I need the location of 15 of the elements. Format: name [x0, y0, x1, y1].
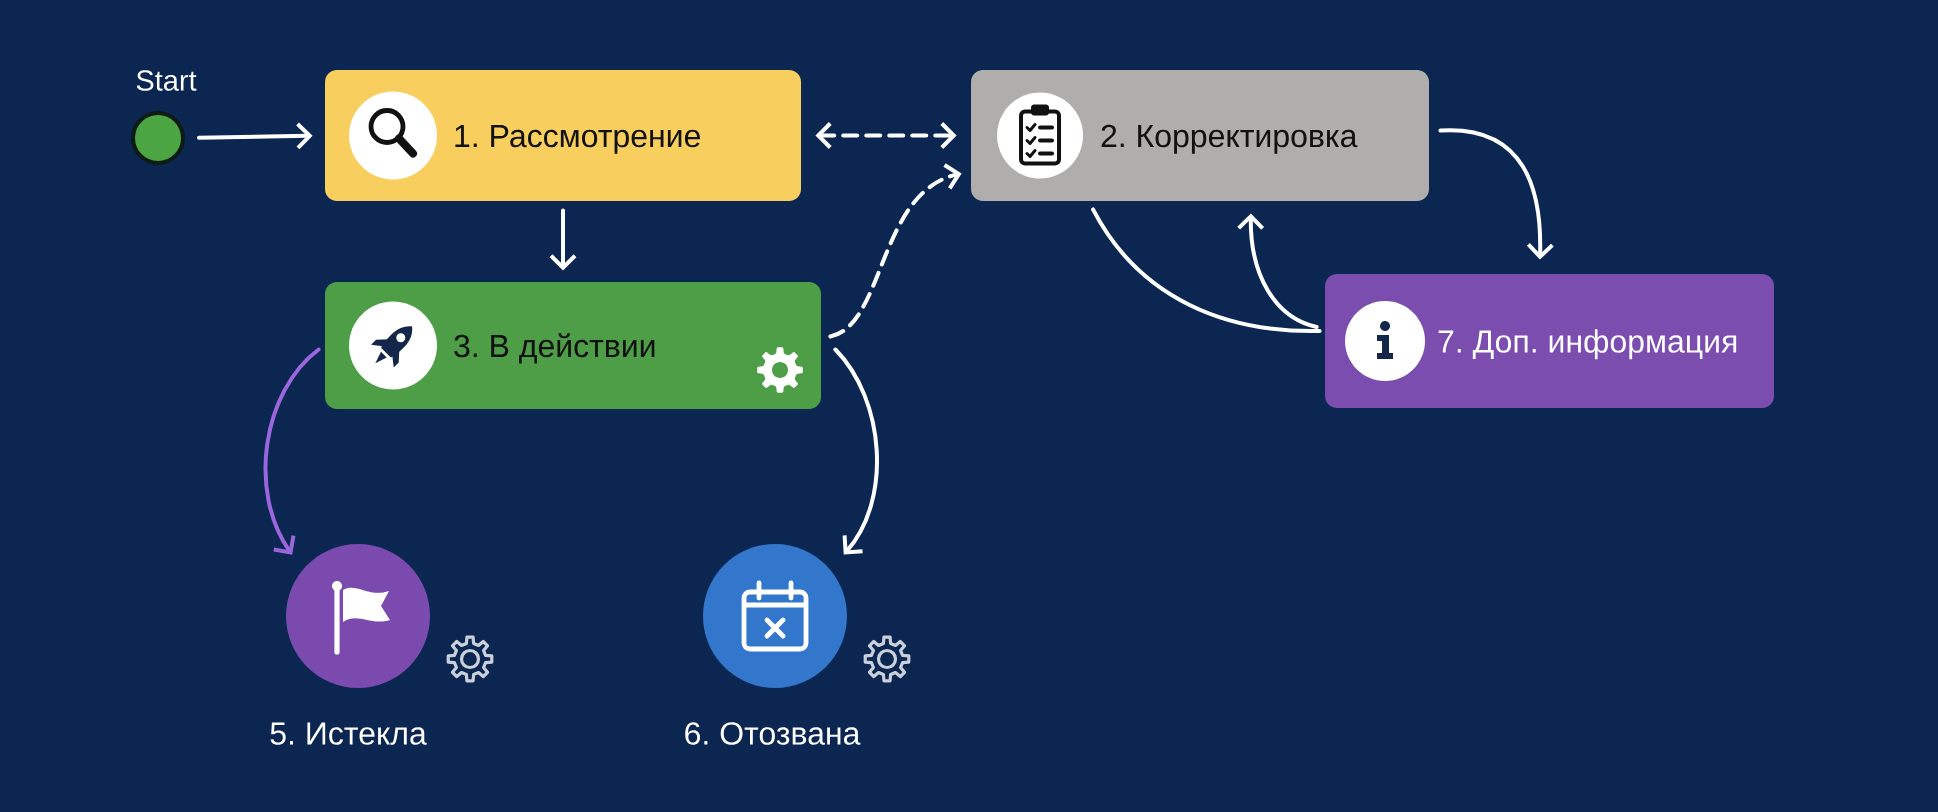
arrow — [197, 122, 313, 150]
start-label: Start — [136, 70, 197, 91]
arrow — [1438, 128, 1554, 260]
state-label: 5. Истекла — [270, 722, 427, 745]
arrow — [549, 208, 577, 271]
dashed-arrow — [828, 163, 962, 339]
arrow — [263, 347, 321, 555]
state-label: 6. Отозвана — [685, 722, 861, 745]
connector-line — [1091, 207, 1322, 333]
dashed-double-arrow — [815, 122, 957, 149]
state-box: 1. Рассмотрение — [325, 70, 801, 201]
arrow — [833, 347, 879, 555]
state-box: 7. Доп. информация — [1325, 274, 1775, 408]
state-box: 2. Корректировка — [971, 70, 1430, 201]
arrow — [1237, 213, 1319, 329]
